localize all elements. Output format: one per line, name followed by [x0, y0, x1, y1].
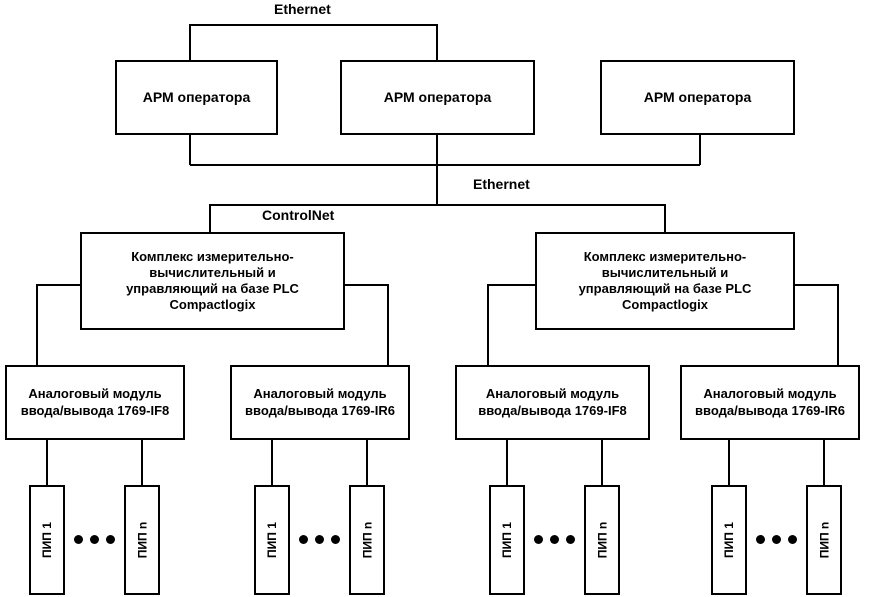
- sensor-box-first: ПИП 1: [489, 485, 525, 595]
- module-to-sensor-connectors: [46, 439, 825, 486]
- sensor-label: ПИП 1: [265, 522, 280, 558]
- dot: [74, 535, 83, 544]
- io-module-box-2: Аналоговый модуль ввода/вывода 1769-IR6: [230, 365, 410, 440]
- dot: [315, 535, 324, 544]
- sensor-label: ПИП 1: [722, 522, 737, 558]
- sensor-label: ПИП n: [595, 521, 610, 559]
- dot: [566, 535, 575, 544]
- plc-complex-box-2: Комплекс измерительно- вычислительный и …: [535, 232, 795, 330]
- sensor-label: ПИП 1: [40, 522, 55, 558]
- dot: [550, 535, 559, 544]
- plc-label-line: Compactlogix: [622, 297, 708, 313]
- io-module-label-line: Аналоговый модуль: [253, 386, 387, 402]
- workstation-label: АРМ оператора: [383, 88, 492, 105]
- plc-label-line: Compactlogix: [169, 297, 256, 313]
- sensor-box-last: ПИП n: [806, 485, 842, 595]
- plc-label-line: Комплекс измерительно-: [583, 248, 747, 264]
- dot: [788, 535, 797, 544]
- io-module-label-line: Аналоговый модуль: [28, 386, 162, 402]
- plc-complex-box-1: Комплекс измерительно- вычислительный и …: [80, 232, 345, 330]
- io-module-label-line: ввода/вывода 1769-IF8: [20, 402, 170, 418]
- dot: [299, 535, 308, 544]
- ethernet-top-label: Ethernet: [274, 1, 331, 17]
- sensor-box-first: ПИП 1: [29, 485, 65, 595]
- dot: [106, 535, 115, 544]
- ethernet-top-bus: [189, 24, 438, 61]
- controlnet-label: ControlNet: [262, 207, 335, 223]
- plc-label-line: управляющий на базе PLC: [126, 281, 299, 296]
- plc-label-line: вычислительный и: [149, 264, 276, 280]
- plc-label-line: вычислительный и: [601, 264, 729, 280]
- io-module-label-line: ввода/вывода 1769-IR6: [245, 402, 395, 418]
- dot: [534, 535, 543, 544]
- ellipsis-dots: [74, 535, 115, 544]
- workstation-box-3: АРМ оператора: [600, 60, 795, 135]
- sensor-label: ПИП n: [817, 521, 832, 559]
- ethernet-mid-label: Ethernet: [473, 176, 530, 192]
- io-module-label-line: Аналоговый модуль: [485, 386, 620, 402]
- sensor-box-last: ПИП n: [349, 485, 385, 595]
- sensor-label: ПИП 1: [500, 522, 515, 558]
- dot: [756, 535, 765, 544]
- plc-label-line: управляющий на базе PLC: [578, 281, 752, 296]
- plc-to-module-connectors: [36, 284, 839, 366]
- controlnet-bus: [209, 204, 666, 233]
- ellipsis-dots: [756, 535, 797, 544]
- io-module-box-1: Аналоговый модуль ввода/вывода 1769-IF8: [5, 365, 185, 440]
- io-module-box-3: Аналоговый модуль ввода/вывода 1769-IF8: [455, 365, 650, 440]
- dot: [772, 535, 781, 544]
- sensor-label: ПИП n: [360, 521, 375, 559]
- sensor-box-first: ПИП 1: [711, 485, 747, 595]
- io-module-label-line: ввода/вывода 1769-IF8: [478, 402, 627, 418]
- workstation-label: АРМ оператора: [142, 88, 251, 105]
- sensor-box-last: ПИП n: [584, 485, 620, 595]
- io-module-label-line: Аналоговый модуль: [703, 386, 837, 402]
- ellipsis-dots: [299, 535, 340, 544]
- ethernet-mid-bus: [189, 134, 701, 206]
- plc-label-line: Комплекс измерительно-: [131, 248, 294, 264]
- io-module-label-line: ввода/вывода 1769-IR6: [695, 402, 845, 418]
- workstation-box-1: АРМ оператора: [115, 60, 278, 135]
- io-module-box-4: Аналоговый модуль ввода/вывода 1769-IR6: [680, 365, 860, 440]
- sensor-label: ПИП n: [135, 521, 150, 559]
- ellipsis-dots: [534, 535, 575, 544]
- dot: [331, 535, 340, 544]
- sensor-box-first: ПИП 1: [254, 485, 290, 595]
- workstation-label: АРМ оператора: [643, 88, 752, 105]
- dot: [90, 535, 99, 544]
- workstation-box-2: АРМ оператора: [340, 60, 535, 135]
- sensor-box-last: ПИП n: [124, 485, 160, 595]
